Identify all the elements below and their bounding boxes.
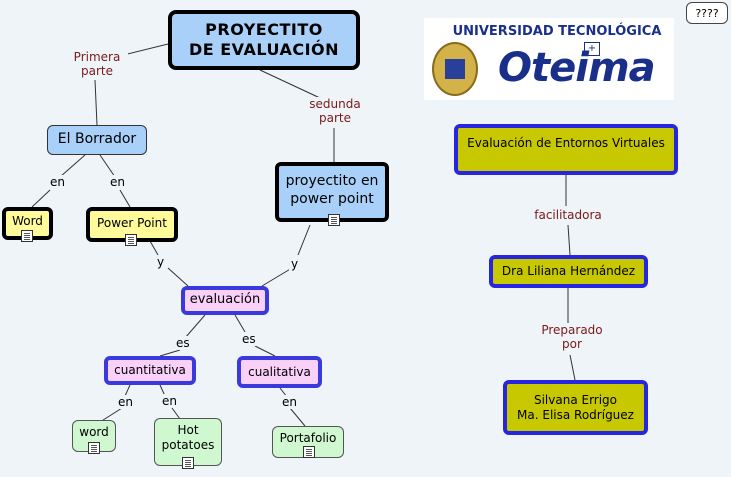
- link-label: Preparado por: [536, 323, 608, 352]
- document-icon[interactable]: [125, 234, 137, 246]
- node-word-2-text: word: [79, 425, 109, 439]
- node-dra-hernandez-text: Dra Liliana Hernández: [501, 264, 636, 278]
- document-icon[interactable]: [88, 442, 100, 454]
- node-autores-text: Silvana Errigo Ma. Elisa Rodríguez: [517, 392, 634, 422]
- link-label: en: [160, 394, 179, 409]
- node-power-point-text: Power Point: [97, 216, 167, 230]
- node-evaluacion-text: evaluación: [189, 292, 261, 308]
- link-label: es: [240, 332, 258, 347]
- link-label: en: [48, 175, 67, 190]
- node-evaluacion[interactable]: evaluación: [181, 286, 269, 315]
- document-icon[interactable]: [21, 230, 33, 242]
- university-seal-icon: [432, 42, 478, 96]
- node-main-title[interactable]: PROYECTITO DE EVALUACIÓN: [168, 10, 360, 70]
- university-name: UNIVERSIDAD TECNOLÓGICA: [452, 24, 662, 39]
- node-el-borrador[interactable]: El Borrador: [47, 125, 147, 155]
- node-eva-text: Evaluación de Entornos Virtuales: [467, 136, 665, 150]
- node-main-title-text: PROYECTITO DE EVALUACIÓN: [188, 20, 340, 59]
- node-hot-potatoes-text: Hot potatoes: [161, 423, 215, 452]
- university-logo: UNIVERSIDAD TECNOLÓGICA + Oteima: [424, 18, 674, 100]
- link-label: y: [155, 255, 167, 270]
- node-word-2[interactable]: word: [72, 420, 116, 452]
- node-proyectito-pp[interactable]: proyectito en power point: [275, 162, 389, 222]
- link-label: facilitadora: [528, 208, 608, 223]
- document-icon[interactable]: [182, 457, 194, 469]
- help-button[interactable]: ????: [686, 2, 728, 24]
- link-label: Primera parte: [66, 50, 128, 79]
- node-eva[interactable]: Evaluación de Entornos Virtuales: [454, 124, 678, 175]
- node-portafolio[interactable]: Portafolio: [272, 426, 344, 458]
- swiss-cross-icon: +: [584, 42, 600, 56]
- node-autores[interactable]: Silvana Errigo Ma. Elisa Rodríguez: [503, 380, 648, 435]
- link-label: sedunda parte: [302, 97, 368, 126]
- node-cualitativa[interactable]: cualitativa: [237, 356, 322, 388]
- link-label: es: [174, 336, 192, 351]
- node-el-borrador-text: El Borrador: [57, 131, 137, 148]
- node-cuantitativa[interactable]: cuantitativa: [104, 356, 196, 385]
- document-icon[interactable]: [328, 214, 340, 226]
- brand-wordmark: Oteima: [498, 45, 656, 91]
- node-proyectito-pp-text: proyectito en power point: [285, 173, 379, 207]
- link-label: en: [116, 395, 135, 410]
- document-icon[interactable]: [303, 446, 315, 458]
- link-label: en: [108, 175, 127, 190]
- node-word-text: Word: [12, 214, 43, 228]
- node-dra-hernandez[interactable]: Dra Liliana Hernández: [489, 255, 648, 288]
- link-label: y: [289, 257, 301, 272]
- node-cualitativa-text: cualitativa: [248, 364, 311, 379]
- node-portafolio-text: Portafolio: [279, 431, 337, 445]
- link-label: en: [280, 395, 299, 410]
- node-cuantitativa-text: cuantitativa: [114, 363, 186, 377]
